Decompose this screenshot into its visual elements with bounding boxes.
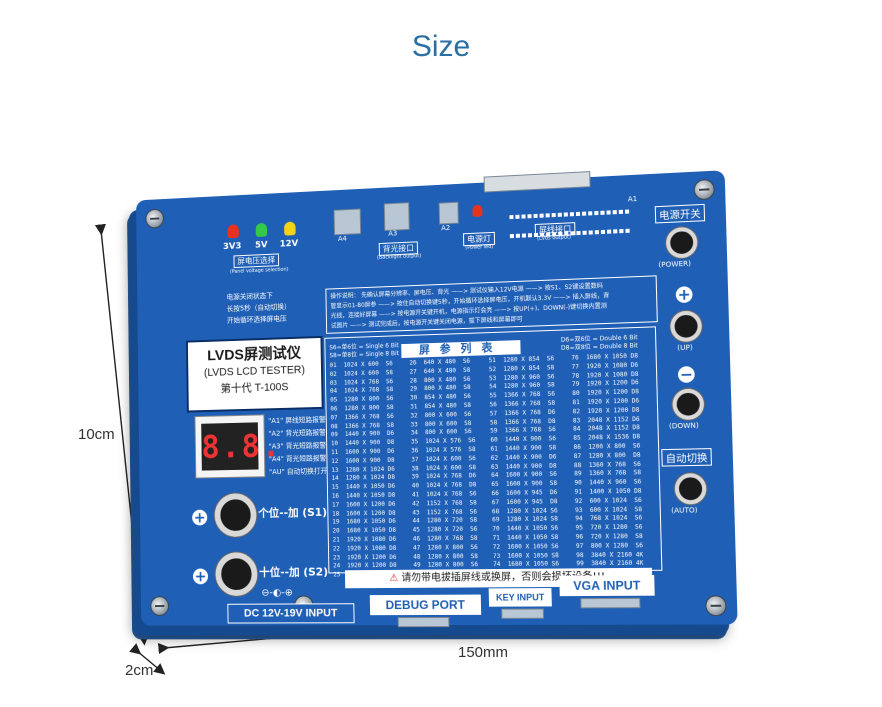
- table-column-3: 51 1280 X 854 S6 52 1280 X 854 S8 53 128…: [488, 355, 560, 577]
- screw-icon: [150, 596, 170, 616]
- up-button[interactable]: [670, 310, 703, 343]
- auto-button[interactable]: [674, 472, 707, 505]
- s2-label: 十位--加 (S2): [259, 565, 329, 579]
- led-label-12v: 12V: [279, 238, 299, 250]
- size-heading: Size: [411, 30, 471, 63]
- table-column-1: 01 1024 X 600 S6 02 1024 X 600 S8 03 102…: [329, 360, 397, 579]
- instructions-box: 操作说明： 先确认屏幕分辨率、屏电压、背光 ——> 测试仪输入12V电源 ——>…: [325, 275, 658, 334]
- table-column-4: 76 1680 X 1050 D8 77 1920 X 1080 D6 78 1…: [571, 352, 644, 568]
- dc-input-label: DC 12V-19V INPUT: [227, 603, 355, 624]
- auto-label: (AUTO): [671, 506, 698, 515]
- plus-icon: +: [192, 508, 208, 527]
- a3-label: A3: [388, 229, 398, 238]
- debug-port-connector: [397, 616, 450, 628]
- seven-segment-display: 8.8.: [194, 414, 282, 479]
- vga-connector: [580, 597, 641, 609]
- height-label: 10cm: [78, 426, 115, 443]
- panel-voltage-label: 屏电压选择: [233, 253, 280, 269]
- plus-icon: +: [192, 567, 209, 586]
- left-note-line-1: 电源关闭状态下: [226, 291, 273, 302]
- alarm-au: "AU" 自动切换打开: [269, 467, 328, 477]
- depth-dimension-line: [129, 643, 166, 675]
- power-switch-label: 电源开关: [654, 203, 706, 224]
- screw-icon: [145, 208, 165, 229]
- title-line-1: LVDS屏测试仪: [207, 344, 302, 365]
- width-label: 150mm: [458, 644, 509, 661]
- auto-switch-label: 自动切换: [661, 448, 712, 467]
- led-label-3v3: 3V3: [222, 241, 242, 253]
- lcd-tester-board: 3V3 5V 12V 屏电压选择 (Panel voltage selectio…: [127, 157, 749, 643]
- a4-header: [333, 208, 362, 236]
- alarm-a3: "A3" 背光短路报警: [268, 441, 327, 451]
- title-plate: LVDS屏测试仪 (LVDS LCD TESTER) 第十代 T-100S: [185, 335, 324, 413]
- vga-input-label: VGA INPUT: [559, 574, 655, 597]
- key-input-connector: [501, 608, 544, 619]
- down-label: (DOWN): [668, 421, 699, 431]
- down-button[interactable]: [672, 388, 705, 421]
- panel-voltage-en: (Panel voltage selection): [229, 266, 289, 276]
- led-12v-icon: [284, 221, 296, 236]
- s1-button[interactable]: [214, 493, 257, 537]
- key-input-label: KEY INPUT: [488, 588, 552, 607]
- lvds-out-en: (Lvds output): [537, 234, 572, 242]
- alarm-a4: "A4" 背光短路报警: [268, 454, 327, 464]
- a2-label: A2: [441, 223, 451, 233]
- debug-port-label: DEBUG PORT: [369, 594, 482, 616]
- power-button[interactable]: [665, 226, 698, 259]
- power-label: (POWER): [658, 259, 692, 270]
- led-5v-icon: [255, 222, 268, 237]
- a3-header: [383, 202, 410, 232]
- left-note-line-2: 长按5秒（自动切换）: [226, 302, 291, 314]
- a4-label: A4: [337, 234, 347, 243]
- s2-button[interactable]: [215, 552, 258, 596]
- title-line-3: 第十代 T-100S: [220, 381, 289, 395]
- led-label-5v: 5V: [254, 240, 268, 251]
- alarm-a2: "A2" 背光短路报警: [268, 428, 326, 438]
- left-note-line-3: 开始循环选择屏电压: [226, 314, 287, 325]
- a2-header: [438, 201, 459, 225]
- dc-polarity-icon: ⊖-◐-⊕: [261, 587, 293, 599]
- screen-parameter-table: S6=单6位 = Single 6 Bit S8=单8位 = Single 8 …: [324, 326, 663, 578]
- power-led-en: (Power led): [465, 243, 494, 252]
- backlight-en: (Backlight output): [377, 253, 422, 261]
- warning-triangle-icon: ⚠: [389, 572, 399, 584]
- screw-icon: [705, 595, 727, 617]
- alarm-a1: "A1" 屏线短路报警: [268, 415, 326, 426]
- plus-icon: +: [675, 285, 693, 305]
- minus-icon: −: [677, 365, 695, 384]
- table-column-2: 26 640 X 480 S6 27 640 X 480 S8 28 800 X…: [409, 357, 479, 578]
- s8-note: S8=单8位 = Single 8 Bit: [329, 350, 400, 360]
- a1-label: A1: [627, 194, 638, 204]
- up-label: (UP): [677, 343, 693, 353]
- s1-label: 个位--加 (S1): [258, 505, 328, 520]
- led-3v3-icon: [227, 224, 239, 239]
- board-face: 3V3 5V 12V 屏电压选择 (Panel voltage selectio…: [136, 170, 738, 628]
- lvds-connector: [483, 171, 591, 193]
- power-led-icon: [472, 204, 483, 217]
- depth-label: 2cm: [125, 662, 154, 679]
- d8-note: D8=双8位 = Double 8 Bit: [560, 342, 639, 352]
- table-title: 屏参列表: [401, 340, 521, 358]
- display-digits: 8.8.: [201, 422, 282, 471]
- screw-icon: [693, 178, 715, 201]
